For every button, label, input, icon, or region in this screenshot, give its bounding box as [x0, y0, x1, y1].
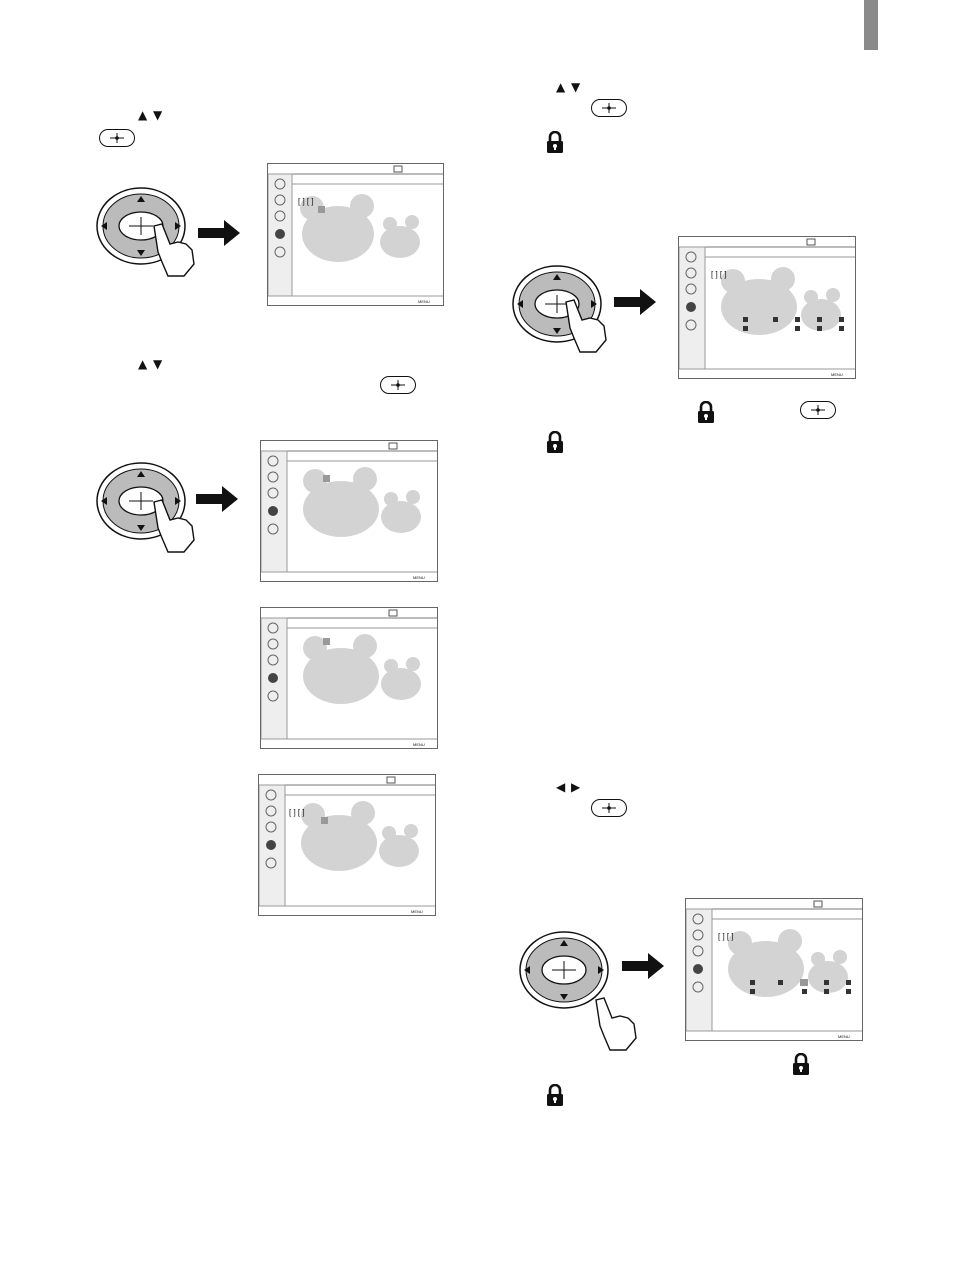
section-tab: [864, 0, 878, 50]
up-down-arrows-icon: ▲ ▼: [138, 357, 164, 371]
remote-control-icon: [519, 931, 609, 1009]
svg-text:MENU: MENU: [413, 742, 425, 747]
pointing-hand-icon: [153, 499, 195, 553]
left-right-arrows-icon: ◀ ▶: [556, 780, 582, 794]
menu-screen: MENU: [260, 607, 438, 749]
up-down-arrows-icon: ▲ ▼: [138, 108, 164, 122]
pointing-hand-icon: [595, 997, 637, 1051]
up-down-arrows-icon: ▲ ▼: [556, 80, 582, 94]
right-arrow-icon: [198, 220, 240, 246]
svg-text:MENU: MENU: [418, 299, 430, 304]
right-arrow-icon: [614, 289, 656, 315]
enter-button-icon: [591, 799, 627, 817]
lock-icon: [793, 1053, 809, 1075]
lock-icon: [547, 1084, 563, 1106]
enter-button-icon: [380, 376, 416, 394]
right-arrow-icon: [622, 953, 664, 979]
pointing-hand-icon: [153, 223, 195, 277]
svg-text:[ ] [ ]: [ ] [ ]: [711, 270, 727, 279]
svg-text:[ ] [ ]: [ ] [ ]: [718, 932, 734, 941]
svg-text:MENU: MENU: [838, 1034, 850, 1039]
menu-screen: [ ] [ ] MENU: [685, 898, 863, 1041]
menu-screen: MENU: [260, 440, 438, 582]
svg-text:MENU: MENU: [411, 909, 423, 914]
menu-screen: [ ] [ ] MENU: [258, 774, 436, 916]
enter-button-icon: [99, 129, 135, 147]
lock-icon: [547, 131, 563, 153]
svg-text:[ ] [ ]: [ ] [ ]: [289, 808, 305, 817]
right-arrow-icon: [196, 486, 238, 512]
enter-button-icon: [800, 401, 836, 419]
lock-icon: [547, 431, 563, 453]
pointing-hand-icon: [565, 299, 607, 353]
menu-screen: [ ] [ ] MENU: [678, 236, 856, 379]
svg-text:MENU: MENU: [413, 575, 425, 580]
svg-text:MENU: MENU: [831, 372, 843, 377]
enter-button-icon: [591, 99, 627, 117]
svg-text:[ ] [ ]: [ ] [ ]: [298, 197, 314, 206]
menu-screen: [ ] [ ] MENU: [267, 163, 444, 306]
lock-icon: [698, 401, 714, 423]
